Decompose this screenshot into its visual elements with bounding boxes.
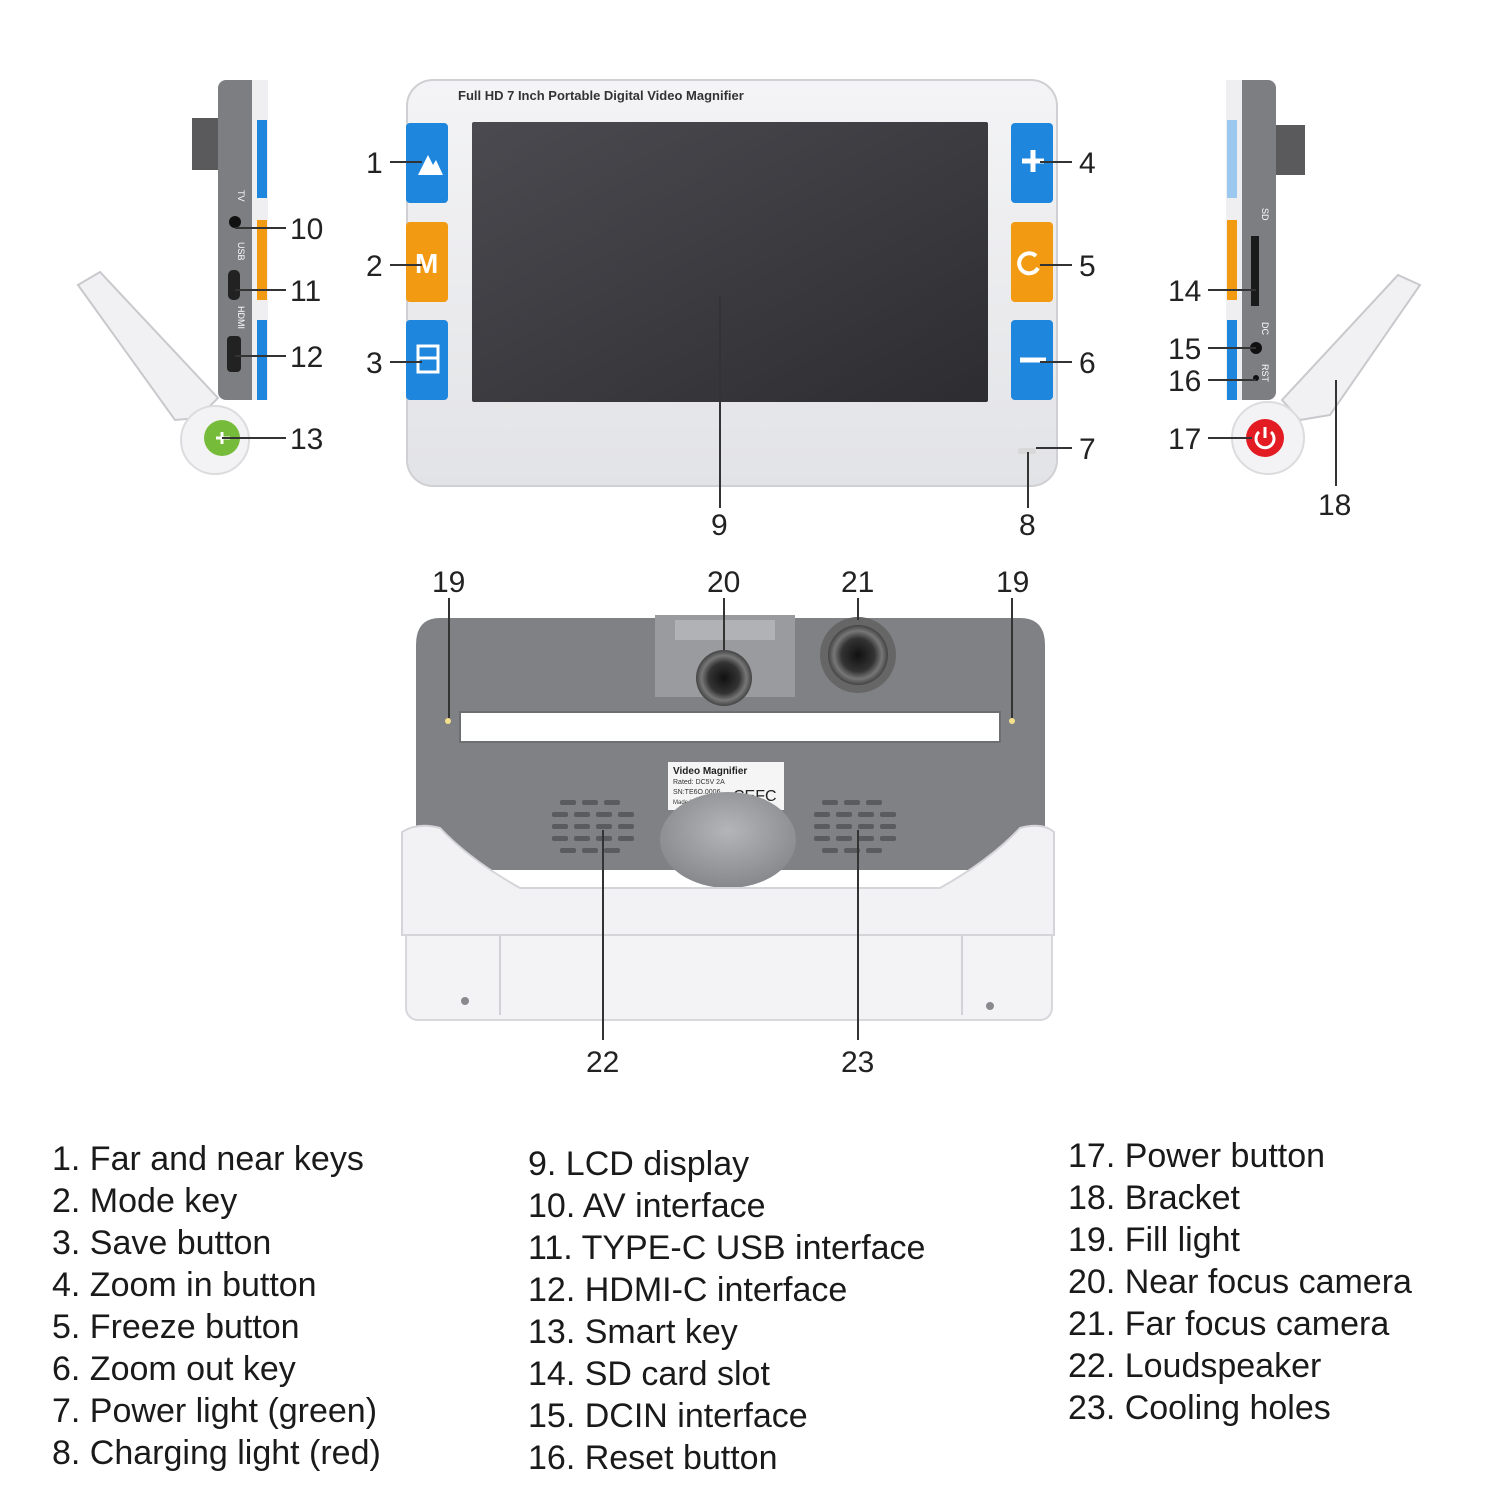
- legend-item: 18. Bracket: [1068, 1179, 1240, 1217]
- legend-item: 2. Mode key: [52, 1182, 238, 1220]
- back-view: Video Magnifier Rated: DC5V 2A SN:TE6O.0…: [401, 615, 1055, 1021]
- legend-column-1: 1. Far and near keys 2. Mode key 3. Save…: [52, 1138, 381, 1474]
- mode-key-letter: M: [415, 248, 438, 279]
- callout-19-right: 19: [996, 566, 1029, 599]
- legend-item: 21. Far focus camera: [1068, 1305, 1390, 1343]
- callout-8: 8: [1019, 509, 1036, 542]
- indicator-lights: [1018, 448, 1036, 454]
- av-jack[interactable]: [229, 216, 241, 228]
- callout-3: 3: [366, 347, 383, 380]
- callout-6: 6: [1079, 347, 1096, 380]
- right-bracket: [1280, 273, 1422, 422]
- mode-key[interactable]: [406, 222, 448, 302]
- legend-item: 22. Loudspeaker: [1068, 1347, 1322, 1385]
- legend-item: 19. Fill light: [1068, 1221, 1240, 1259]
- right-side-view: SD DC RST: [1226, 80, 1422, 475]
- legend-item: 20. Near focus camera: [1068, 1263, 1412, 1301]
- callout-7: 7: [1079, 433, 1096, 466]
- back-stand: [401, 824, 1055, 936]
- callout-13: 13: [290, 423, 323, 456]
- legend-item: 9. LCD display: [528, 1145, 750, 1183]
- legend-item: 16. Reset button: [528, 1439, 778, 1477]
- front-caption: Full HD 7 Inch Portable Digital Video Ma…: [458, 88, 744, 103]
- lcd-display: [472, 122, 988, 402]
- rating-label-line2: Rated: DC5V 2A: [673, 779, 725, 786]
- loudspeaker-grille: [552, 800, 634, 853]
- power-icon: [1254, 427, 1276, 450]
- leader-lines: [222, 161, 1337, 1040]
- legend-item: 23. Cooling holes: [1068, 1389, 1331, 1427]
- sd-port-label: SD: [1260, 208, 1270, 221]
- legend-item: 14. SD card slot: [528, 1355, 770, 1393]
- legend-item: 6. Zoom out key: [52, 1350, 296, 1388]
- callout-5: 5: [1079, 250, 1096, 283]
- rst-port-label: RST: [1260, 364, 1270, 383]
- legend-item: 17. Power button: [1068, 1137, 1326, 1175]
- back-body: [416, 618, 1045, 870]
- legend-item: 15. DCIN interface: [528, 1397, 808, 1435]
- hdmi-port-label: HDMI: [236, 306, 246, 329]
- callout-1: 1: [366, 147, 383, 180]
- fill-light-bar: [459, 711, 1001, 743]
- left-bracket: [76, 270, 220, 422]
- callout-numbers: 1 2 3 4 5 6 7 8 9 10 11 12 13 14 15 16 1…: [290, 147, 1351, 1079]
- legend-item: 12. HDMI-C interface: [528, 1271, 848, 1309]
- freeze-icon: [1017, 251, 1040, 276]
- front-view: Full HD 7 Inch Portable Digital Video Ma…: [406, 79, 1058, 487]
- rating-label-line1: Video Magnifier: [673, 766, 747, 777]
- left-side-view: TV USB HDMI: [76, 80, 268, 475]
- legend-item: 11. TYPE-C USB interface: [528, 1229, 926, 1267]
- freeze-key[interactable]: [1011, 222, 1053, 302]
- dc-port-label: DC: [1260, 322, 1270, 335]
- save-icon: [416, 344, 440, 374]
- tv-port-label: TV: [236, 190, 246, 202]
- legend-item: 10. AV interface: [528, 1187, 766, 1225]
- fill-light-right: [1009, 718, 1015, 724]
- callout-9: 9: [711, 509, 728, 542]
- back-grip-bump: [660, 792, 796, 888]
- right-camera-block: [1275, 125, 1305, 175]
- legend-item: 3. Save button: [52, 1224, 272, 1262]
- callout-11: 11: [290, 275, 321, 308]
- usb-port-label: USB: [236, 242, 246, 261]
- hdmi-c-port[interactable]: [227, 336, 241, 372]
- callout-10: 10: [290, 213, 323, 246]
- callout-4: 4: [1079, 147, 1096, 180]
- callout-21: 21: [841, 566, 874, 599]
- usb-c-port[interactable]: [228, 270, 240, 300]
- legend-item: 4. Zoom in button: [52, 1266, 317, 1304]
- callout-17: 17: [1168, 423, 1201, 456]
- callout-15: 15: [1168, 333, 1201, 366]
- callout-14: 14: [1168, 275, 1201, 308]
- legend-item: 1. Far and near keys: [52, 1140, 364, 1178]
- legend-item: 8. Charging light (red): [52, 1434, 381, 1472]
- cooling-holes: [814, 800, 896, 853]
- near-focus-camera: [696, 650, 752, 706]
- legend-item: 13. Smart key: [528, 1313, 738, 1351]
- callout-22: 22: [586, 1046, 619, 1079]
- callout-23: 23: [841, 1046, 874, 1079]
- callout-18: 18: [1318, 489, 1351, 522]
- legend-column-3: 17. Power button 18. Bracket 19. Fill li…: [1068, 1135, 1412, 1429]
- callout-2: 2: [366, 250, 383, 283]
- sd-card-slot[interactable]: [1251, 236, 1259, 306]
- callout-16: 16: [1168, 365, 1201, 398]
- legend-item: 5. Freeze button: [52, 1308, 300, 1346]
- callout-12: 12: [290, 341, 323, 374]
- fill-light-left: [445, 718, 451, 724]
- legend-item: 7. Power light (green): [52, 1392, 378, 1430]
- save-key[interactable]: [406, 320, 448, 400]
- callout-19-left: 19: [432, 566, 465, 599]
- rating-label-line3: SN:TE6O.0006: [673, 789, 721, 796]
- magnifier-diagram: Full HD 7 Inch Portable Digital Video Ma…: [76, 79, 1422, 1079]
- mountain-icon: [418, 155, 443, 175]
- callout-20: 20: [707, 566, 740, 599]
- legend-column-2: 9. LCD display 10. AV interface 11. TYPE…: [528, 1143, 925, 1479]
